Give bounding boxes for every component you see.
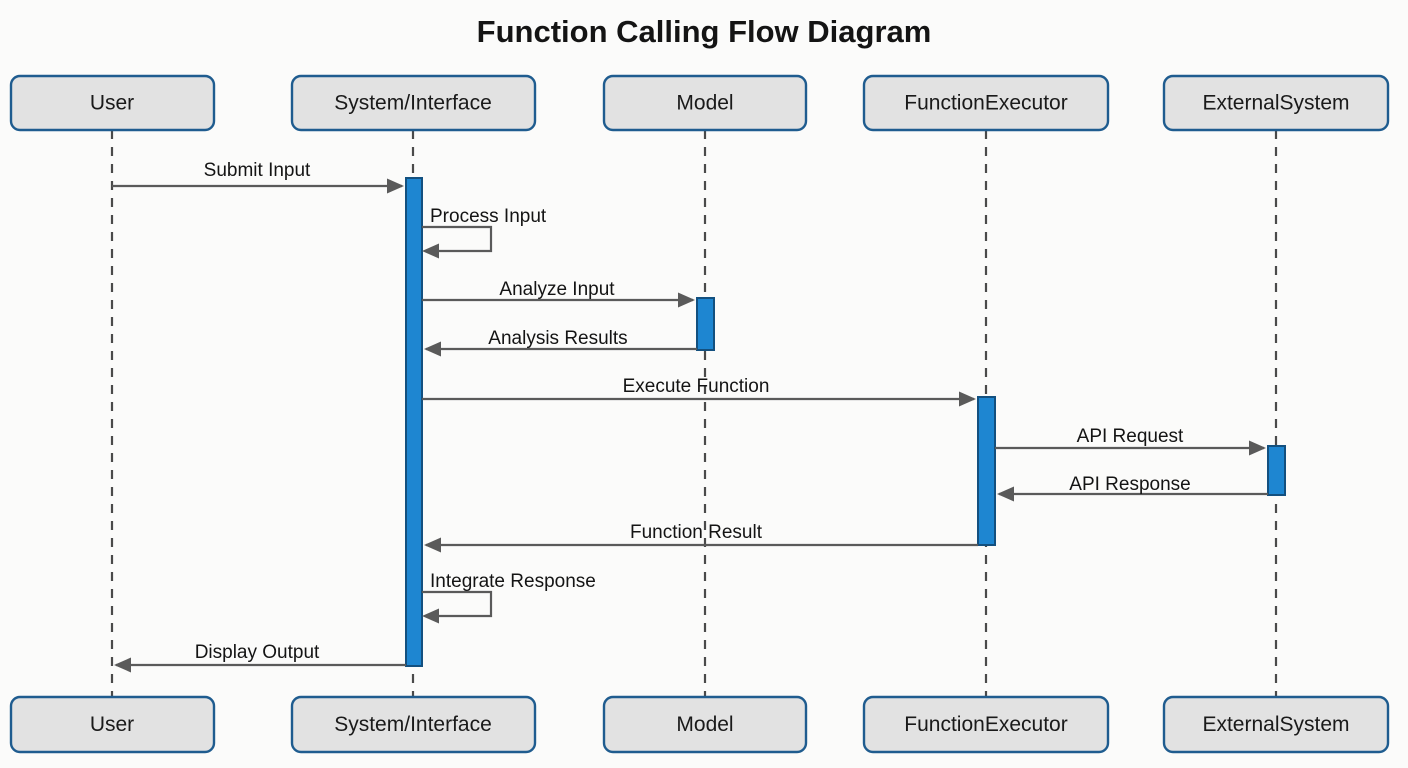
message-label: Analyze Input [499, 279, 615, 300]
participant-footer-external[interactable]: ExternalSystem [1162, 695, 1390, 754]
message-label: API Request [1077, 426, 1184, 447]
participant-box[interactable] [9, 74, 216, 132]
participant-header-model[interactable]: Model [602, 74, 808, 132]
lifelines-layer [110, 130, 1278, 697]
participant-box[interactable] [290, 74, 537, 132]
arrow-head [959, 391, 976, 407]
participant-footer-model[interactable]: Model [602, 695, 808, 754]
message-label: Analysis Results [488, 328, 627, 349]
activations-layer [405, 177, 1286, 667]
participant-label: ExternalSystem [1202, 92, 1349, 115]
message-m2[interactable]: Process Input [422, 206, 547, 259]
participant-label: Model [676, 92, 733, 115]
activation-bar-executor[interactable] [977, 396, 996, 546]
activation-bar-model[interactable] [696, 297, 715, 351]
participant-label: User [90, 713, 134, 736]
message-m5[interactable]: Execute Function [422, 376, 976, 407]
message-label: Function Result [630, 522, 763, 543]
activation-bar-external[interactable] [1267, 445, 1286, 496]
message-label: Integrate Response [430, 571, 596, 592]
participant-header-executor[interactable]: FunctionExecutor [862, 74, 1110, 132]
participant-footer-executor[interactable]: FunctionExecutor [862, 695, 1110, 754]
participant-box[interactable] [862, 695, 1110, 754]
participant-label: System/Interface [334, 92, 492, 115]
participant-header-system[interactable]: System/Interface [290, 74, 537, 132]
activation-bar-system[interactable] [405, 177, 423, 667]
arrow-head [114, 657, 131, 673]
message-m10[interactable]: Display Output [114, 642, 406, 673]
arrow-head [387, 178, 404, 194]
message-m9[interactable]: Integrate Response [422, 571, 596, 624]
arrow-head [678, 292, 695, 308]
arrow-head [424, 341, 441, 357]
participant-header-external[interactable]: ExternalSystem [1162, 74, 1390, 132]
message-label: Submit Input [204, 160, 311, 181]
self-message-path [422, 225, 493, 253]
participant-footer-user[interactable]: User [9, 695, 216, 754]
participant-header-user[interactable]: User [9, 74, 216, 132]
message-label: Display Output [195, 642, 320, 663]
page-title: Function Calling Flow Diagram [477, 14, 932, 49]
message-label: API Response [1069, 474, 1190, 495]
participant-box[interactable] [862, 74, 1110, 132]
message-m3[interactable]: Analyze Input [422, 279, 695, 308]
participant-box[interactable] [1162, 695, 1390, 754]
message-m4[interactable]: Analysis Results [424, 328, 697, 357]
participant-label: User [90, 92, 134, 115]
participant-label: FunctionExecutor [904, 713, 1067, 736]
message-m6[interactable]: API Request [995, 426, 1266, 456]
self-message-path [422, 590, 493, 618]
message-m1[interactable]: Submit Input [112, 160, 404, 194]
participant-box[interactable] [602, 695, 808, 754]
participant-box[interactable] [1162, 74, 1390, 132]
message-m7[interactable]: API Response [997, 474, 1268, 502]
participant-box[interactable] [9, 695, 216, 754]
participant-label: ExternalSystem [1202, 713, 1349, 736]
participant-box[interactable] [290, 695, 537, 754]
participant-label: FunctionExecutor [904, 92, 1067, 115]
participant-footer-system[interactable]: System/Interface [290, 695, 537, 754]
arrow-head [424, 537, 441, 553]
arrow-head [422, 608, 439, 624]
participant-box[interactable] [602, 74, 808, 132]
participant-label: System/Interface [334, 713, 492, 736]
message-m8[interactable]: Function Result [424, 522, 978, 553]
arrow-head [422, 243, 439, 259]
participant-label: Model [676, 713, 733, 736]
arrow-head [997, 486, 1014, 502]
message-label: Execute Function [623, 376, 770, 397]
message-label: Process Input [430, 206, 547, 227]
arrow-head [1249, 440, 1266, 456]
